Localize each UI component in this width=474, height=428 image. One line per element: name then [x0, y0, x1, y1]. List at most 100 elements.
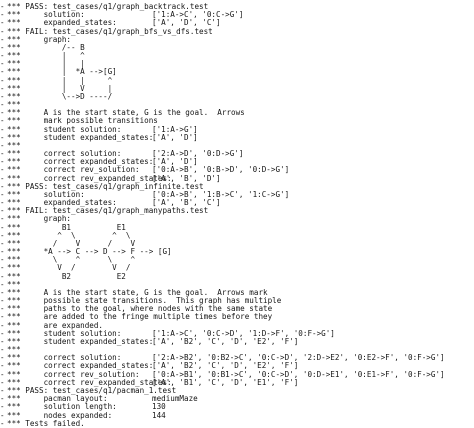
terminal-line: -*** are added to the fringe multiple ti…: [0, 313, 474, 321]
gutter-marker: -: [0, 248, 5, 257]
terminal-line-value: ['A', 'B2', 'C', 'D', 'E2', 'F']: [152, 362, 299, 371]
terminal-line-value: ['2:A->D', '0:D->G']: [152, 150, 244, 159]
gutter-marker: -: [0, 125, 5, 134]
terminal-line-value: ['0:A->B1', '0:B1->C', '0:C->D', '0:D->E…: [152, 370, 445, 379]
terminal-line-text: *** FAIL: test_cases/q1/graph_bfs_vs_dfs…: [7, 27, 213, 36]
terminal-line: -*** PASS: test_cases/q1/graph_infinite.…: [0, 183, 474, 191]
terminal-line: -*** expanded_states:['A', 'B', 'C']: [0, 199, 474, 207]
gutter-marker: -: [0, 76, 5, 85]
terminal-line: -*** correct solution: ['2:A->D', '0:D->G…: [0, 150, 474, 158]
terminal-line: -*** A is the start state, G is the goal…: [0, 289, 474, 297]
terminal-line-text: *** possible state transitions. This gra…: [7, 297, 282, 306]
terminal-line-text: ***: [7, 141, 21, 150]
terminal-line-text: *** / V / V: [7, 239, 136, 248]
terminal-line: -*** graph:: [0, 36, 474, 44]
terminal-line-text: *** mark possible transitions: [7, 117, 158, 126]
gutter-marker: -: [0, 43, 5, 52]
gutter-marker: -: [0, 133, 5, 142]
gutter-marker: -: [0, 92, 5, 101]
gutter-marker: -: [0, 280, 5, 289]
terminal-line: -*** correct expanded_states:['A', 'B2',…: [0, 362, 474, 370]
gutter-marker: -: [0, 190, 5, 199]
terminal-line: -***: [0, 346, 474, 354]
gutter-marker: -: [0, 27, 5, 36]
terminal-line-text: *** nodes expanded:: [7, 411, 113, 420]
terminal-line: -*** correct expanded_states:['A', 'D']: [0, 158, 474, 166]
gutter-marker: -: [0, 207, 5, 216]
terminal-line-value: ['2:A->B2', '0:B2->C', '0:C->D', '2:D->E…: [152, 354, 445, 363]
terminal-line-text: *** | V |: [7, 84, 113, 93]
terminal-line-text: *** PASS: test_cases/q1/pacman_1.test: [7, 386, 177, 395]
terminal-line-text: *** student solution:: [7, 329, 122, 338]
terminal-line: -*** are expanded.: [0, 322, 474, 330]
terminal-line: -*** correct rev_expanded_states:['A', '…: [0, 175, 474, 183]
terminal-line-value: 130: [152, 403, 166, 412]
terminal-line: -*** nodes expanded:144: [0, 412, 474, 420]
terminal-line-text: ***: [7, 101, 21, 110]
gutter-marker: -: [0, 158, 5, 167]
gutter-marker: -: [0, 256, 5, 265]
terminal-line-text: ***: [7, 280, 21, 289]
terminal-line: -*** / V / V: [0, 240, 474, 248]
terminal-line-text: *** \ ^ \ ^: [7, 256, 136, 265]
terminal-line: -*** solution length: 130: [0, 403, 474, 411]
gutter-marker: -: [0, 150, 5, 159]
terminal-line: -*** *A --> C --> D --> F --> [G]: [0, 248, 474, 256]
terminal-line-text: *** correct rev_expanded_states:: [7, 378, 172, 387]
terminal-line-text: *** solution length:: [7, 403, 117, 412]
terminal-line: -***: [0, 101, 474, 109]
terminal-line-text: *** \-->D ----/: [7, 92, 113, 101]
terminal-line: -*** correct rev_expanded_states:['A', '…: [0, 379, 474, 387]
terminal-line-text: *** PASS: test_cases/q1/graph_infinite.t…: [7, 182, 204, 191]
gutter-marker: -: [0, 19, 5, 28]
terminal-line: -*** student solution:['1:A->C', '0:C->D…: [0, 330, 474, 338]
gutter-marker: -: [0, 297, 5, 306]
gutter-marker: -: [0, 215, 5, 224]
terminal-line: -*** graph:: [0, 215, 474, 223]
terminal-line: -*** | |: [0, 60, 474, 68]
gutter-marker: -: [0, 403, 5, 412]
terminal-line-text: *** A is the start state, G is the goal.…: [7, 288, 268, 297]
terminal-line-value: ['A', 'D']: [152, 158, 198, 167]
terminal-line: -*** expanded_states:['A', 'D', 'C']: [0, 19, 474, 27]
gutter-marker: -: [0, 35, 5, 44]
terminal-line-text: *** B1 E1: [7, 223, 126, 232]
gutter-marker: -: [0, 346, 5, 355]
gutter-marker: -: [0, 52, 5, 61]
terminal-line-value: ['A', 'B', 'D']: [152, 174, 221, 183]
gutter-marker: -: [0, 101, 5, 110]
gutter-marker: -: [0, 117, 5, 126]
gutter-marker: -: [0, 288, 5, 297]
terminal-line: -*** correct rev_solution:['0:A->B', '0:…: [0, 166, 474, 174]
terminal-line-value: ['0:A->B', '1:B->C', '1:C->G']: [152, 190, 290, 199]
terminal-line: -*** | ^: [0, 52, 474, 60]
terminal-line-text: *** B2 E2: [7, 272, 126, 281]
terminal-line-text: *** correct solution:: [7, 354, 122, 363]
terminal-line-text: *** Tests failed.: [7, 419, 85, 428]
gutter-marker: -: [0, 141, 5, 150]
terminal-line-text: *** ^ \ ^ \: [7, 231, 131, 240]
gutter-marker: -: [0, 11, 5, 20]
terminal-line: -*** correct rev_solution: ['0:A->B1', '0…: [0, 371, 474, 379]
terminal-line: -*** pacman layout:mediumMaze: [0, 395, 474, 403]
gutter-marker: -: [0, 305, 5, 314]
terminal-line: -*** mark possible transitions: [0, 117, 474, 125]
terminal-line-text: *** are expanded.: [7, 321, 104, 330]
gutter-marker: -: [0, 370, 5, 379]
terminal-line: -*** | V |: [0, 85, 474, 93]
terminal-line-value: ['A', 'B2', 'C', 'D', 'E2', 'F']: [152, 337, 299, 346]
gutter-marker: -: [0, 329, 5, 338]
terminal-line-text: *** student solution:: [7, 125, 122, 134]
terminal-line-text: *** correct rev_solution:: [7, 370, 140, 379]
terminal-line: -*** PASS: test_cases/q1/pacman_1.test: [0, 387, 474, 395]
terminal-line-text: *** V / V /: [7, 264, 131, 273]
terminal-line-value: ['0:A->B', '0:B->D', '0:D->G']: [152, 166, 290, 175]
terminal-line: -*** correct solution:['2:A->B2', '0:B2-…: [0, 354, 474, 362]
terminal-line-text: *** expanded_states:: [7, 199, 117, 208]
terminal-line-text: *** graph:: [7, 215, 72, 224]
gutter-marker: -: [0, 362, 5, 371]
gutter-marker: -: [0, 378, 5, 387]
terminal-line-text: *** correct solution:: [7, 150, 122, 159]
gutter-marker: -: [0, 199, 5, 208]
terminal-line-value: ['1:A->C', '0:C->G']: [152, 11, 244, 20]
